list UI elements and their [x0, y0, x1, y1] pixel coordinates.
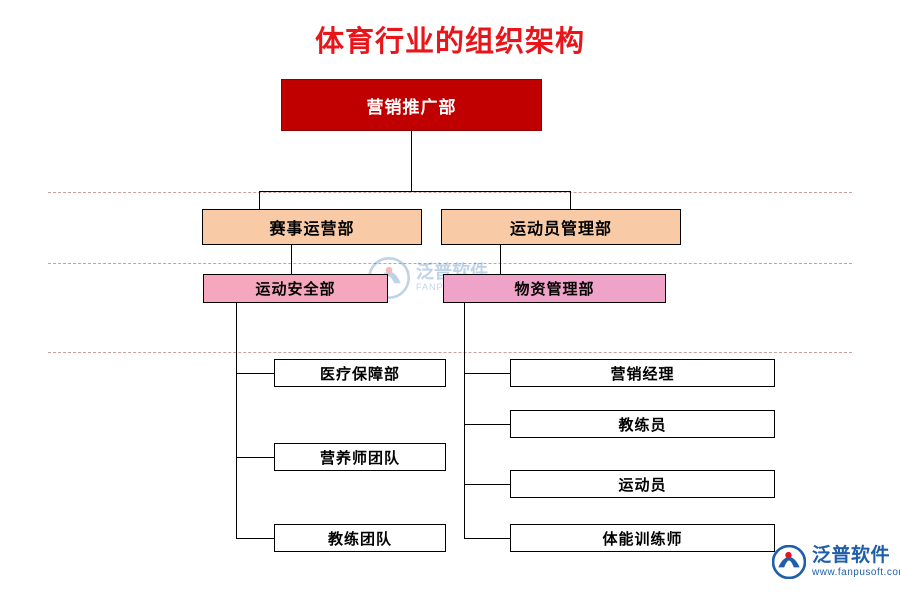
connector-right-l1-to-l2: [500, 245, 501, 274]
node-root-label: 营销推广部: [366, 97, 457, 118]
node-level2-0-label: 运动安全部: [255, 280, 336, 298]
node-leaf-left-1[interactable]: 营养师团队: [274, 443, 446, 471]
brand-logo: 泛普软件 www.fanpusoft.com: [771, 544, 900, 580]
node-leaf-right-2-label: 运动员: [618, 475, 667, 494]
node-leaf-right-0[interactable]: 营销经理: [510, 359, 775, 387]
connector-left-spine: [236, 303, 237, 538]
node-leaf-left-0-label: 医疗保障部: [319, 364, 400, 383]
connector-root-down: [411, 131, 412, 192]
connector-left-branch-2: [236, 457, 274, 458]
connector-right-branch-1: [464, 373, 510, 374]
node-leaf-right-2[interactable]: 运动员: [510, 470, 775, 498]
connector-right-branch-4: [464, 538, 510, 539]
dashed-separator-3: [48, 352, 852, 353]
connector-left-branch-1: [236, 373, 274, 374]
node-leaf-right-0-label: 营销经理: [610, 364, 675, 383]
page-title: 体育行业的组织架构: [314, 24, 585, 58]
connector-left-l1-to-l2: [291, 245, 292, 274]
node-level1-0[interactable]: 赛事运营部: [202, 209, 422, 245]
connector-right-branch-3: [464, 484, 510, 485]
brand-cn: 泛普软件: [812, 544, 891, 567]
node-leaf-right-3-label: 体能训练师: [602, 529, 683, 548]
node-leaf-left-0[interactable]: 医疗保障部: [274, 359, 446, 387]
connector-left-branch-3: [236, 538, 274, 539]
connector-right-branch-2: [464, 424, 510, 425]
brand-en: www.fanpusoft.com: [812, 567, 900, 579]
connector-right-spine: [464, 303, 465, 539]
node-root[interactable]: 营销推广部: [281, 79, 542, 131]
node-level1-0-label: 赛事运营部: [269, 219, 355, 238]
node-leaf-left-1-label: 营养师团队: [319, 448, 400, 467]
node-level1-1[interactable]: 运动员管理部: [441, 209, 681, 245]
node-leaf-left-2-label: 教练团队: [327, 529, 392, 548]
node-level2-0[interactable]: 运动安全部: [203, 274, 388, 303]
connector-level1-bus: [259, 191, 571, 192]
brand-text: 泛普软件 www.fanpusoft.com: [812, 544, 900, 579]
node-leaf-right-1[interactable]: 教练员: [510, 410, 775, 438]
connector-level1-left-drop: [259, 191, 260, 209]
node-level1-1-label: 运动员管理部: [509, 219, 612, 238]
node-leaf-left-2[interactable]: 教练团队: [274, 524, 446, 552]
node-level2-1[interactable]: 物资管理部: [443, 274, 666, 303]
dashed-separator-1: [48, 192, 852, 193]
brand-logo-icon: [771, 544, 807, 580]
node-leaf-right-1-label: 教练员: [618, 415, 667, 434]
node-leaf-right-3[interactable]: 体能训练师: [510, 524, 775, 552]
node-level2-1-label: 物资管理部: [514, 280, 595, 298]
connector-level1-right-drop: [570, 191, 571, 209]
dashed-separator-2: [48, 263, 852, 264]
